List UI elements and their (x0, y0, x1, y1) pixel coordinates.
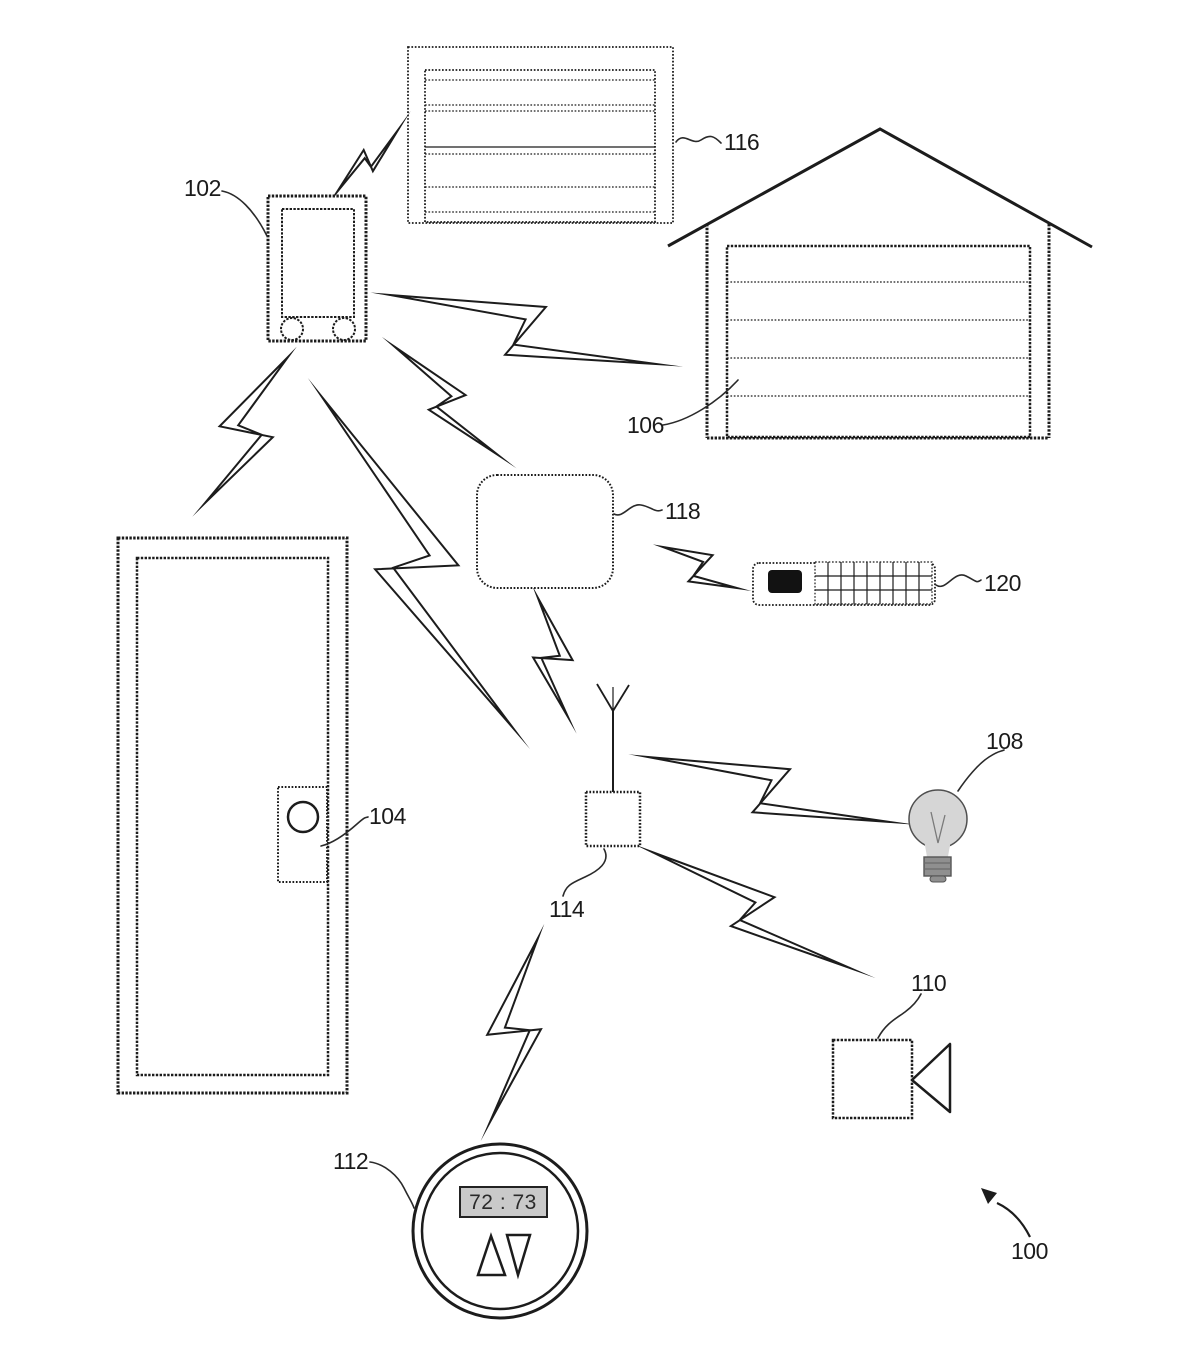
hub: 114 (549, 683, 642, 922)
thermostat-bezel-outer (411, 1142, 589, 1320)
thermostat-display-value: 72 : 73 (469, 1191, 537, 1214)
temp-up-icon (476, 1232, 507, 1277)
hub-box (584, 790, 642, 848)
window-blinds: 116 (407, 46, 760, 224)
ref-label-118: 118 (665, 498, 700, 524)
leader-118 (613, 504, 663, 516)
phone-screen (281, 208, 355, 318)
ref-label-104: 104 (369, 803, 407, 829)
bulb-base (923, 856, 952, 877)
thermostat-bezel-inner (420, 1151, 580, 1311)
temp-down-icon (505, 1233, 532, 1280)
ref-label-108: 108 (986, 728, 1023, 754)
system-arrowhead-icon (981, 1188, 997, 1204)
garage-door (725, 244, 1032, 439)
phone-button-left (280, 317, 304, 341)
signal-bolt-hub-light-icon (628, 754, 918, 825)
leader-112 (369, 1161, 415, 1209)
bulb-tip (929, 875, 947, 883)
wireless-signal-bolts (192, 111, 918, 1142)
garage-door-panels (727, 281, 1030, 397)
camera-lens-icon (910, 1042, 952, 1114)
leader-110 (877, 993, 922, 1039)
leader-108 (957, 749, 1005, 792)
thermostat-display (459, 1186, 548, 1218)
door-knob (286, 800, 320, 834)
system-reference: 100 (981, 1188, 1048, 1264)
blinds-frame (407, 46, 674, 224)
ref-label-112: 112 (333, 1148, 368, 1174)
bulb-neck (924, 840, 951, 858)
ref-label-120: 120 (984, 570, 1021, 596)
mobile-device: 102 (184, 175, 368, 343)
leader-102 (221, 190, 268, 237)
signal-bolt-phone-blinds-icon (327, 111, 411, 206)
camera-body (831, 1038, 914, 1120)
ref-label-116: 116 (724, 129, 759, 155)
system-arrow-shaft (996, 1202, 1031, 1238)
camera: 110 (831, 970, 952, 1120)
leader-104 (320, 816, 369, 847)
bulb-filament (930, 811, 946, 844)
signal-bolt-phone-door-icon (192, 346, 297, 517)
signal-bolt-bridge-hub-icon (531, 585, 577, 734)
signal-bolt-phone-hub-icon (307, 377, 531, 750)
ref-label-106: 106 (627, 412, 664, 438)
blinds-panel (424, 69, 656, 223)
bridge-box (476, 474, 614, 589)
ref-label-114: 114 (549, 896, 585, 922)
signal-bolt-phone-bridge-icon (381, 336, 517, 469)
phone-button-right (332, 317, 356, 341)
leader-120 (935, 574, 982, 588)
garage: 106 (627, 127, 1093, 440)
leader-116 (675, 135, 722, 144)
remote-keypad (814, 561, 933, 605)
signal-bolt-hub-camera-icon (633, 844, 876, 979)
bridge-device: 118 (476, 474, 701, 589)
door: 104 (116, 536, 407, 1095)
remote-control: 120 (752, 561, 1021, 606)
signal-bolt-bridge-remote-icon (652, 544, 752, 591)
thermostat: 72 : 73 112 (333, 1142, 589, 1320)
bulb-glass (908, 789, 968, 849)
blinds-slats (425, 79, 655, 213)
garage-roof (667, 127, 1093, 249)
light-bulb: 108 (908, 728, 1023, 883)
signal-bolt-phone-garage-icon (370, 292, 684, 367)
signal-bolt-hub-thermostat-icon (480, 923, 545, 1142)
leader-106 (662, 379, 739, 426)
antenna-icon (596, 683, 630, 712)
ref-label-100: 100 (1011, 1238, 1048, 1264)
ref-label-110: 110 (911, 970, 946, 996)
ref-label-102: 102 (184, 175, 221, 201)
leader-114 (562, 848, 607, 897)
remote-screen (768, 570, 802, 593)
